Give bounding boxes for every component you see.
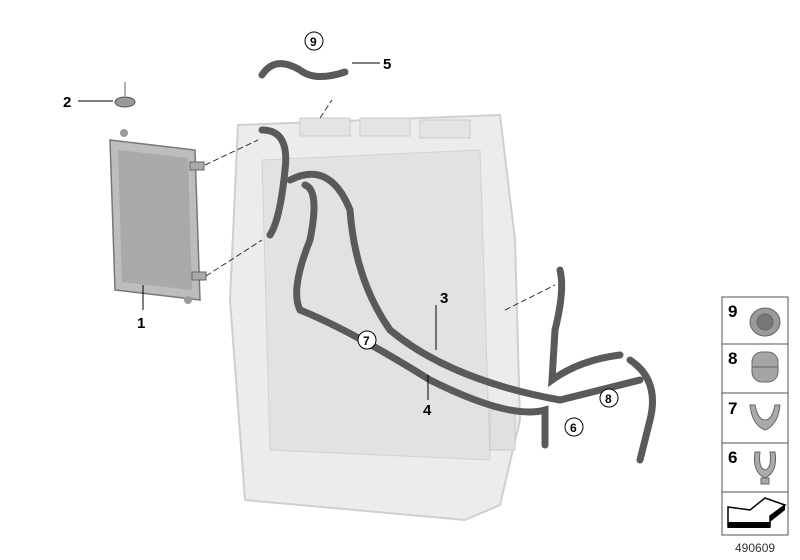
image-number: 490609: [735, 541, 776, 555]
svg-text:7: 7: [363, 334, 370, 348]
clip-double-icon: [749, 404, 781, 431]
svg-text:8: 8: [605, 392, 612, 406]
parts-legend: 9 8 7 6: [721, 296, 789, 536]
clip-single-icon: [754, 451, 776, 485]
svg-text:6: 6: [570, 421, 577, 435]
legend-8: 8: [728, 349, 737, 368]
oil-cooler: [109, 129, 207, 304]
callout-2: 2: [63, 94, 71, 111]
circled-callout-8: 8: [599, 388, 619, 408]
circled-callout-6: 6: [564, 417, 584, 437]
mount-part: [114, 82, 136, 108]
legend-9: 9: [728, 302, 737, 321]
direction-arrow-icon: [727, 497, 787, 528]
callout-3: 3: [440, 290, 448, 307]
legend-6: 6: [728, 448, 737, 467]
coolant-hoses: [258, 60, 656, 464]
circled-callout-9: 9: [304, 31, 324, 51]
circled-callout-7: 7: [357, 330, 377, 350]
guide-lines: [204, 99, 556, 311]
radiator-frame: [228, 113, 522, 522]
clamp-double-icon: [751, 351, 779, 383]
svg-text:9: 9: [310, 35, 317, 49]
callout-1: 1: [137, 315, 145, 332]
legend-7: 7: [728, 399, 737, 418]
clamp-closed-icon: [749, 307, 781, 337]
callout-5: 5: [383, 56, 391, 73]
leader-lines: [78, 62, 437, 400]
callout-4: 4: [423, 402, 432, 419]
